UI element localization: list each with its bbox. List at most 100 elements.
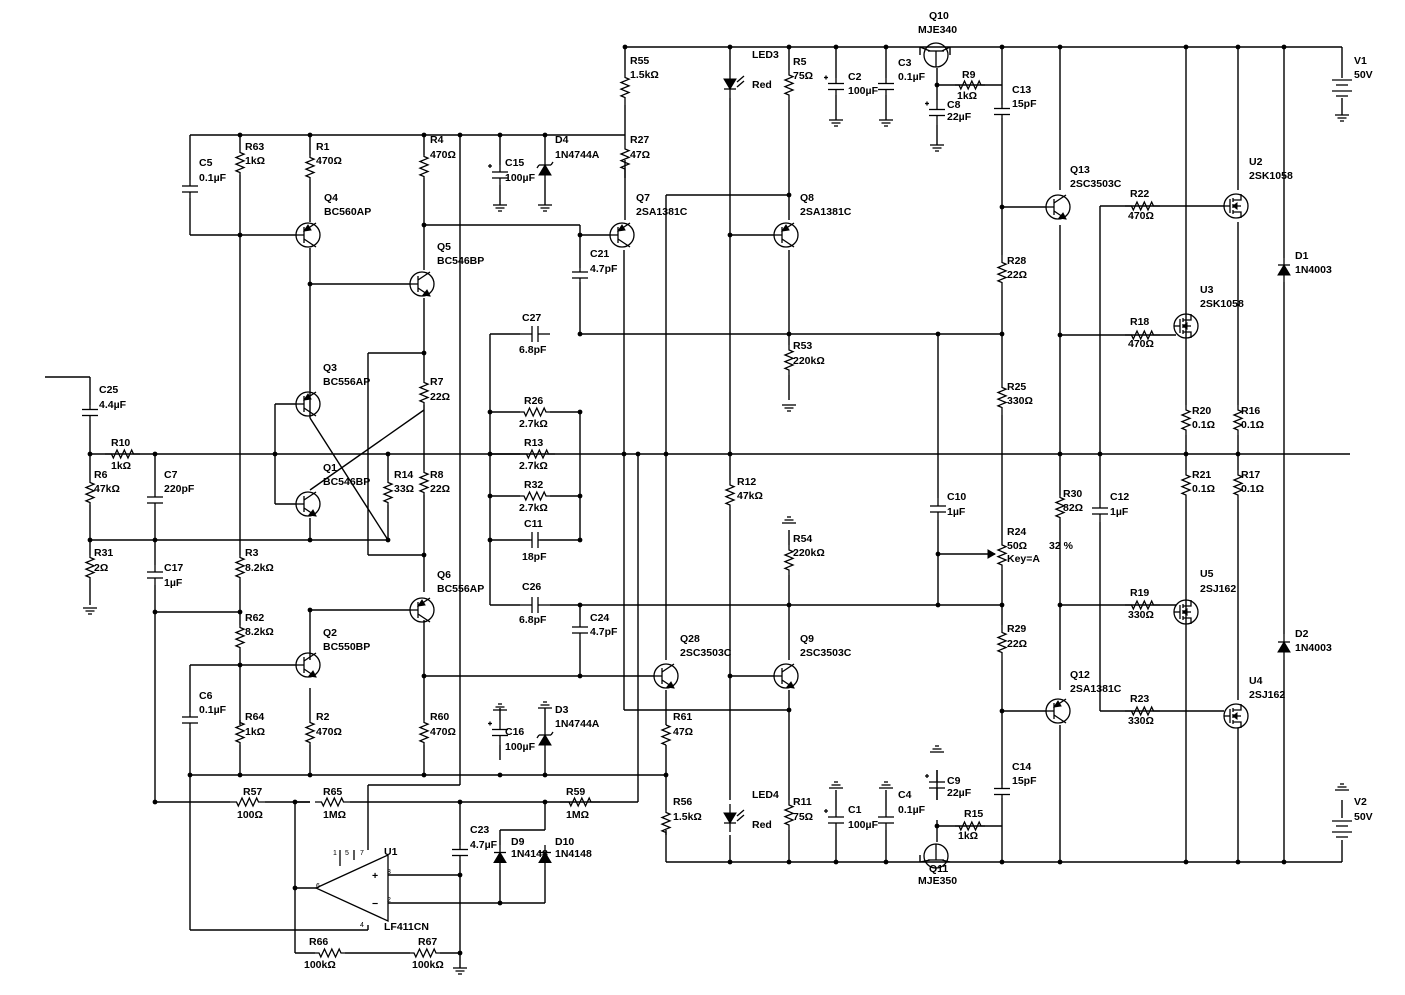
junction-dot <box>457 799 463 805</box>
type-Q11: MJE350 <box>918 875 957 887</box>
component-labels: R55 1.5kΩ LED3 Red R5 75Ω C2 100µF C3 0.… <box>94 10 1373 971</box>
label-D3: D3 <box>555 704 569 716</box>
value-C15: 100µF <box>505 172 536 184</box>
junction-dot <box>487 537 493 543</box>
junction-dot <box>1057 602 1063 608</box>
junction-dot <box>457 872 463 878</box>
resistor-R18 <box>1125 329 1160 341</box>
value-R2: 470Ω <box>316 726 342 738</box>
capacitor-C2 <box>824 75 844 95</box>
value-R31: 2Ω <box>94 562 108 574</box>
resistor-R26 <box>520 406 550 418</box>
resistor-R64 <box>234 720 246 745</box>
bjt-arrow <box>786 681 795 689</box>
value-R56: 1.5kΩ <box>673 811 702 823</box>
ground-C15 <box>493 204 507 212</box>
label-R59: R59 <box>566 786 585 798</box>
zener-D3 <box>536 730 554 750</box>
label-Q12: Q12 <box>1070 669 1090 681</box>
transistor-Q3 <box>295 391 321 417</box>
opamp-triangle <box>314 853 389 923</box>
value-R65: 1MΩ <box>323 809 346 821</box>
opamp-pin-7: 7 <box>360 850 364 857</box>
junction-dot <box>1057 451 1063 457</box>
bjt-arrow <box>302 393 312 401</box>
transistor-Q6 <box>409 597 435 623</box>
value-C2: 100µF <box>848 85 879 97</box>
transistor-Q1 <box>295 491 321 517</box>
capacitor-C27 <box>520 326 550 342</box>
bjt-bottom <box>303 238 317 248</box>
junction-dot <box>421 132 427 138</box>
mosfet-U5 <box>1173 599 1199 625</box>
key-R24: Key=A <box>1007 553 1040 565</box>
value-C24: 4.7pF <box>590 626 618 638</box>
label-R5: R5 <box>793 56 807 68</box>
value-C13: 15pF <box>1012 98 1037 110</box>
resistor-R14 <box>382 480 394 505</box>
junction-dot <box>152 537 158 543</box>
label-C5: C5 <box>199 157 213 169</box>
capacitor-C12 <box>1092 500 1108 522</box>
ground-C2 <box>829 119 843 127</box>
value-R53: 220kΩ <box>793 355 825 367</box>
junction-dot <box>385 537 391 543</box>
capacitor-C14 <box>994 785 1010 798</box>
label-R57: R57 <box>243 786 262 798</box>
opamp-plus: + <box>372 870 378 882</box>
mosfet-drain <box>1233 194 1242 201</box>
diode-D10 <box>538 845 552 870</box>
value-C4: 0.1µF <box>898 804 926 816</box>
label-C15: C15 <box>505 157 524 169</box>
label-R63: R63 <box>245 141 264 153</box>
led-ray <box>736 75 745 83</box>
junction-dot <box>237 662 243 668</box>
junction-dot <box>1235 44 1241 50</box>
junction-dot <box>487 493 493 499</box>
ground-C3 <box>879 119 893 127</box>
capacitor-C15 <box>488 164 508 185</box>
value-C27: 6.8pF <box>519 344 547 356</box>
diode-D1 <box>1277 258 1291 282</box>
junction-dot <box>1097 451 1103 457</box>
value-R19: 330Ω <box>1128 609 1154 621</box>
label-R14: R14 <box>394 469 413 481</box>
junction-dot <box>935 602 941 608</box>
junction-dot <box>935 331 941 337</box>
resistor-R54 <box>783 545 795 575</box>
junction-dot <box>577 673 583 679</box>
transistor-Q9 <box>773 663 799 689</box>
resistor-R9 <box>955 79 985 91</box>
value-R9: 1kΩ <box>957 90 977 102</box>
resistor-R12 <box>724 480 736 510</box>
capacitor-C26 <box>520 597 550 613</box>
mosfet-drain <box>1183 600 1192 607</box>
junction-dot <box>457 950 463 956</box>
value-R17: 0.1Ω <box>1241 483 1264 495</box>
label-C6: C6 <box>199 690 213 702</box>
label-U1: U1 <box>384 846 398 858</box>
mosfet-drain <box>1183 314 1192 321</box>
junction-dot <box>999 859 1005 865</box>
transistor-Q5 <box>409 271 435 297</box>
ground-R53 <box>782 404 796 412</box>
junction-dot <box>307 537 313 543</box>
value-C17: 1µF <box>164 577 183 589</box>
mosfet-source <box>1183 617 1192 624</box>
label-R28: R28 <box>1007 255 1026 267</box>
junction-dot <box>934 82 940 88</box>
value-C6: 0.1µF <box>199 704 227 716</box>
ground-C9 <box>930 745 944 753</box>
label-Q10: Q10 <box>929 10 949 22</box>
resistor-R56 <box>660 810 672 835</box>
junction-dot <box>497 772 503 778</box>
mosfet-drain <box>1233 704 1242 711</box>
bjt-top <box>1053 194 1067 204</box>
type-U1: LF411CN <box>384 921 429 933</box>
label-R25: R25 <box>1007 381 1026 393</box>
type-D2: 1N4003 <box>1295 642 1332 654</box>
resistor-R53 <box>783 345 795 375</box>
label-R66: R66 <box>309 936 328 948</box>
value-R26: 2.7kΩ <box>519 418 548 430</box>
resistor-R11 <box>783 800 795 830</box>
